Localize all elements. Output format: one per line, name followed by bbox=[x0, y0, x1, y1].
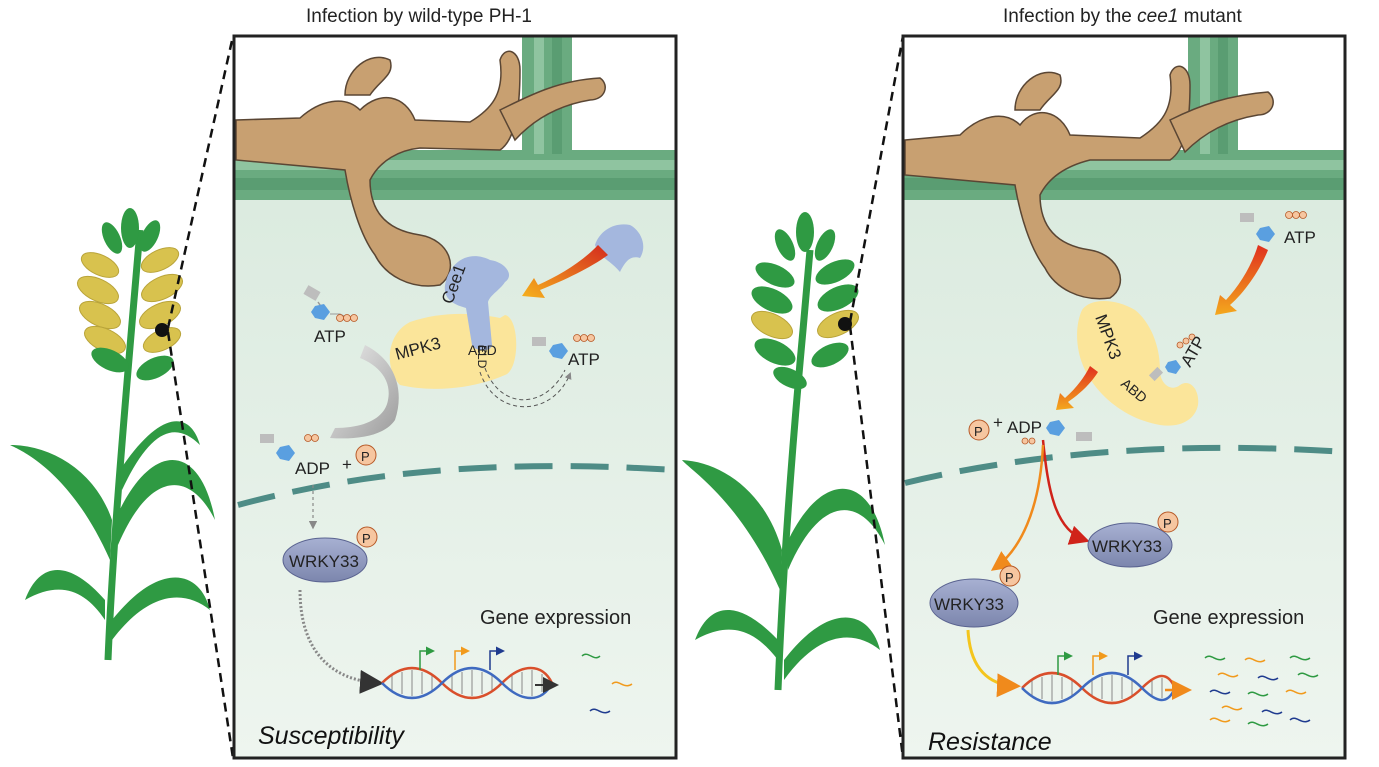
right-dna bbox=[1021, 651, 1177, 705]
right-adp-label: ADP bbox=[1007, 418, 1042, 437]
right-plant bbox=[682, 212, 885, 691]
left-atp-top: ATP bbox=[303, 285, 358, 346]
right-fungal-hypha bbox=[904, 65, 1191, 300]
right-mpk3 bbox=[1077, 301, 1199, 426]
left-nuclear-envelope bbox=[237, 463, 677, 508]
left-atp-right-label: ATP bbox=[568, 350, 600, 369]
right-panel-frame bbox=[901, 34, 1347, 760]
left-wrky33: WRKY33 P bbox=[282, 526, 378, 583]
right-gene-expression: Gene expression bbox=[1153, 607, 1304, 629]
left-plus: + bbox=[342, 455, 352, 474]
right-panel: ATP MPK3 ABD ATP P + ADP bbox=[901, 34, 1347, 760]
right-transcripts bbox=[1204, 655, 1319, 727]
right-wrky33-left: WRKY33 P bbox=[929, 565, 1021, 628]
right-zoom-line-bottom bbox=[848, 325, 905, 759]
right-red-arrow-mid bbox=[1056, 366, 1098, 410]
right-plus: + bbox=[993, 413, 1003, 432]
left-panel-title: Infection by wild-type PH-1 bbox=[306, 6, 532, 27]
left-plant bbox=[10, 208, 215, 661]
left-abd-label: ABD bbox=[468, 342, 497, 358]
left-atp-right: ATP bbox=[532, 334, 600, 369]
left-adp: ADP + P bbox=[260, 434, 377, 478]
left-adp-label: ADP bbox=[295, 459, 330, 478]
right-panel-title: Infection by the cee1 mutant bbox=[1003, 6, 1242, 28]
left-red-arrow bbox=[522, 245, 608, 298]
left-panel-frame bbox=[232, 34, 678, 760]
right-title-suffix: mutant bbox=[1178, 6, 1242, 27]
left-zoom-line-bottom bbox=[166, 331, 235, 759]
left-fungal-hypha bbox=[235, 50, 521, 287]
left-cee1 bbox=[444, 256, 510, 351]
left-atp-top-label: ATP bbox=[314, 327, 346, 346]
left-p-free: P bbox=[361, 449, 370, 464]
right-outcome: Resistance bbox=[928, 728, 1052, 756]
right-wrky33-left-p: P bbox=[1005, 570, 1014, 585]
left-wrky33-p: P bbox=[362, 531, 371, 546]
left-gene-expression: Gene expression bbox=[480, 607, 631, 629]
right-wrky33-right: WRKY33 P bbox=[1087, 511, 1179, 568]
right-wrky33-right-label: WRKY33 bbox=[1092, 537, 1162, 556]
left-wrky33-label: WRKY33 bbox=[289, 552, 359, 571]
right-wrky33-left-label: WRKY33 bbox=[934, 595, 1004, 614]
left-panel: Cee1 ELD MPK3 ABD ATP ATP bbox=[232, 34, 678, 760]
left-zoom-line-top bbox=[166, 35, 235, 329]
left-cee1-free bbox=[595, 224, 644, 272]
right-adp: P + ADP bbox=[968, 413, 1092, 445]
left-grey-arrow bbox=[330, 345, 399, 439]
left-eld-label: ELD bbox=[475, 345, 489, 369]
left-dna bbox=[381, 646, 554, 700]
right-nuclear-envelope bbox=[904, 444, 1346, 486]
right-wrky33-right-p: P bbox=[1163, 516, 1172, 531]
right-title-prefix: Infection by the bbox=[1003, 6, 1138, 27]
right-title-gene: cee1 bbox=[1137, 6, 1179, 27]
right-atp-top: ATP bbox=[1240, 211, 1316, 247]
right-zoom-line-top bbox=[848, 35, 905, 323]
right-red-arrow-top bbox=[1215, 245, 1268, 315]
left-dashed-arc bbox=[484, 367, 566, 401]
right-atp-top-label: ATP bbox=[1284, 228, 1316, 247]
right-p-free: P bbox=[974, 424, 983, 439]
left-outcome: Susceptibility bbox=[258, 722, 405, 750]
